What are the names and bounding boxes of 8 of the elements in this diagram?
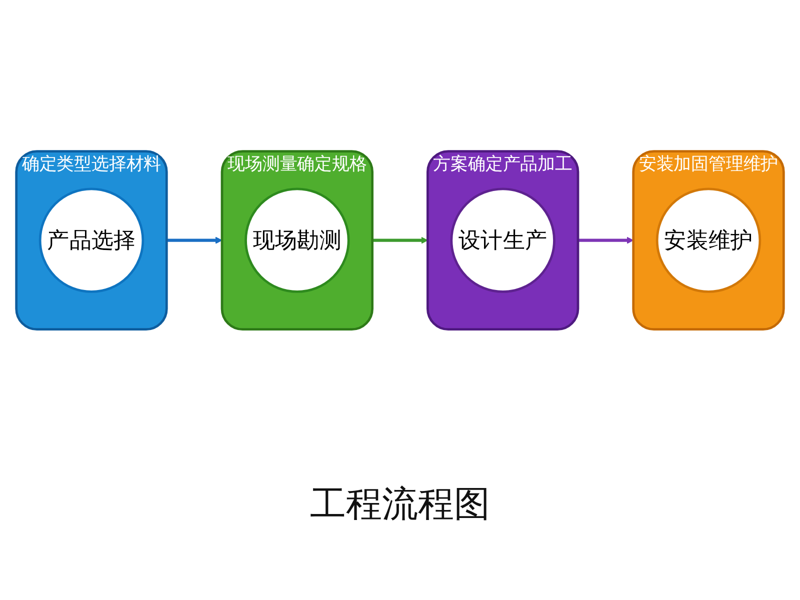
arrow xyxy=(372,236,428,244)
diagram-caption: 工程流程图 xyxy=(309,483,491,527)
node-circle: 设计生产 xyxy=(450,187,556,293)
node-circle: 产品选择 xyxy=(38,187,144,293)
node-circle: 安装维护 xyxy=(656,187,762,293)
arrow xyxy=(578,236,634,244)
arrow xyxy=(166,236,222,244)
node-circle: 现场勘测 xyxy=(244,187,350,293)
